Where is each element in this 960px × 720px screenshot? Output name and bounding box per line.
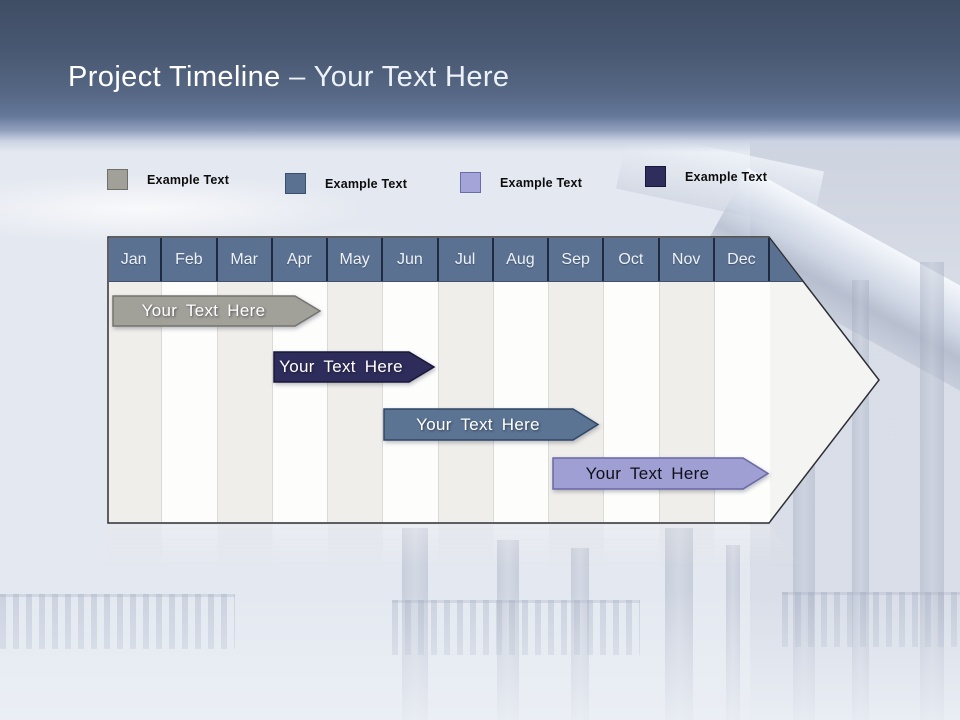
legend-item-4[interactable]: Example Text: [645, 166, 767, 187]
page-title[interactable]: Project Timeline – Your Text Here: [68, 61, 509, 94]
task-bar-label: Your Text Here: [585, 463, 710, 483]
background-snow-ground: [0, 590, 960, 720]
legend-swatch-navy: [645, 166, 666, 187]
background-post: [920, 262, 944, 720]
month-header-row: Jan Feb Mar Apr May Jun Jul Aug Sep Oct …: [109, 238, 878, 282]
background-snow-fence: [392, 600, 640, 655]
page-title-placeholder: – Your Text Here: [289, 61, 510, 93]
task-bar-3[interactable]: Your Text Here: [383, 408, 600, 441]
legend-swatch-steel-blue: [285, 173, 306, 194]
task-bar-4[interactable]: Your Text Here: [552, 457, 770, 490]
task-bar-shape: [383, 408, 600, 441]
month-cell-jan: Jan: [109, 238, 163, 281]
background-snow-fence: [782, 592, 960, 647]
month-cell-aug: Aug: [494, 238, 549, 281]
task-bar-2[interactable]: Your Text Here: [273, 351, 436, 383]
month-cell-apr: Apr: [273, 238, 328, 281]
legend-swatch-lavender: [460, 172, 481, 193]
legend-item-3[interactable]: Example Text: [460, 172, 582, 193]
task-bar-shape: [273, 351, 436, 383]
page-title-suffix: [281, 61, 289, 93]
legend-label: Example Text: [147, 172, 230, 187]
task-bar-1[interactable]: Your Text Here: [112, 295, 322, 327]
task-bar-shape: [552, 457, 770, 490]
title-banner: [0, 0, 960, 152]
month-cell-feb: Feb: [162, 238, 218, 281]
month-cell-may: May: [328, 238, 384, 281]
month-cell-nov: Nov: [660, 238, 715, 281]
month-cell-mar: Mar: [218, 238, 273, 281]
month-cell-jun: Jun: [383, 238, 439, 281]
task-bar-label: Your Text Here: [279, 357, 403, 376]
column-stripe: [438, 281, 494, 522]
timeline-chart-body: Jan Feb Mar Apr May Jun Jul Aug Sep Oct …: [109, 238, 878, 522]
month-cell-sep: Sep: [549, 238, 605, 281]
month-cell-oct: Oct: [604, 238, 660, 281]
legend-label: Example Text: [685, 169, 768, 184]
legend-label: Example Text: [500, 175, 583, 190]
chart-reflection: [107, 524, 806, 573]
legend-swatch-gray: [107, 169, 128, 190]
month-cell-dec: Dec: [715, 238, 770, 281]
column-stripe: [328, 281, 384, 522]
legend-label: Example Text: [325, 176, 408, 191]
timeline-chart: Jan Feb Mar Apr May Jun Jul Aug Sep Oct …: [107, 236, 883, 524]
task-bar-label: Your Text Here: [416, 414, 540, 434]
page-title-main: Project Timeline: [68, 61, 281, 93]
background-post: [571, 548, 589, 720]
column-stripe: [383, 281, 439, 522]
column-stripe: [493, 281, 549, 522]
legend-item-1[interactable]: Example Text: [107, 169, 229, 190]
task-bar-label: Your Text Here: [141, 301, 266, 320]
legend-item-2[interactable]: Example Text: [285, 173, 407, 194]
month-cell-jul: Jul: [439, 238, 494, 281]
background-snow-fence: [0, 594, 235, 649]
task-bar-shape: [112, 295, 322, 327]
